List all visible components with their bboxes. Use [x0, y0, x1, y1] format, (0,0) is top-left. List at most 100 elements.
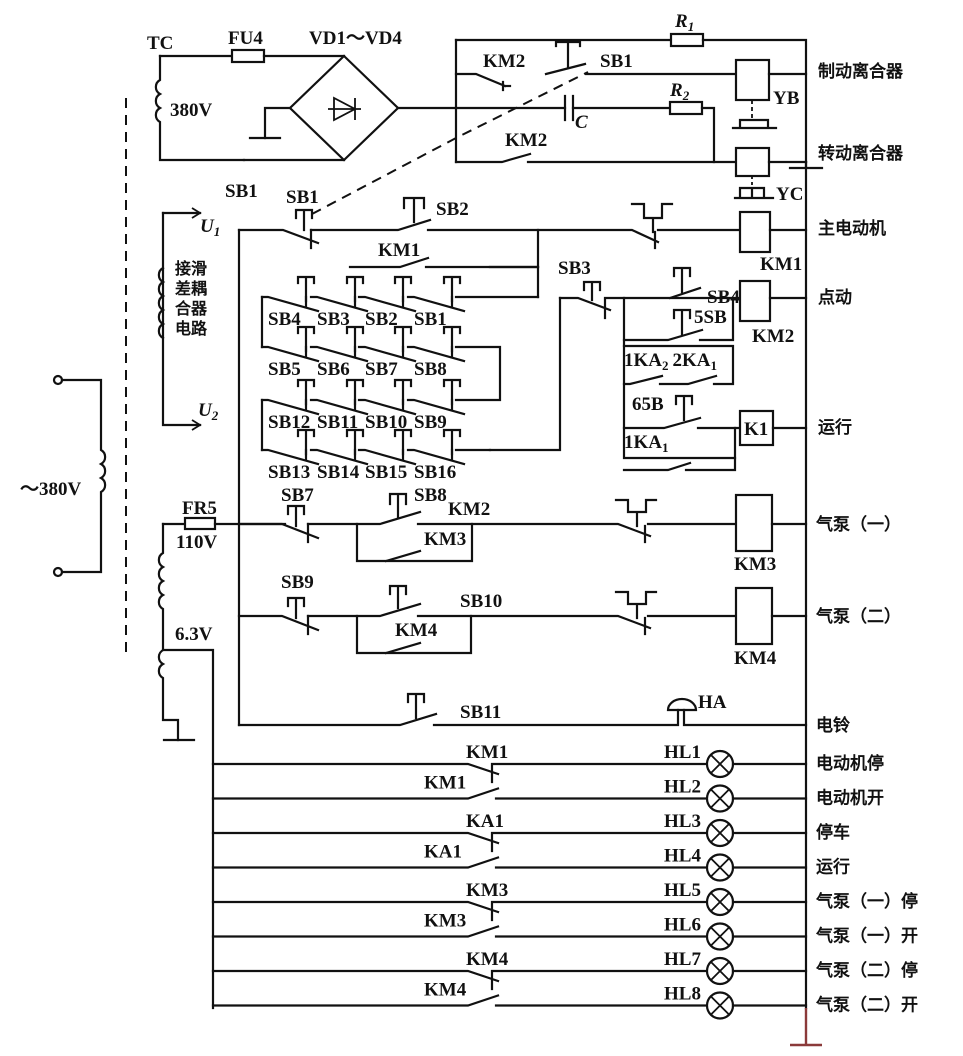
keypad-button-icon[interactable] [393, 428, 413, 456]
keypad-button-label: SB16 [414, 462, 456, 483]
fr5-label: FR5 [182, 498, 217, 519]
km3-coil-icon [734, 493, 774, 553]
65b-label: 65B [632, 394, 664, 415]
yb-brake-icon [731, 118, 778, 130]
lamp-function-label: 运行 [816, 857, 850, 878]
keypad-button-icon[interactable] [393, 325, 413, 353]
nc-contact [211, 969, 708, 991]
tc-label: TC [147, 33, 173, 54]
keypad-button-icon[interactable] [442, 428, 462, 456]
km1-coil-label: KM1 [760, 254, 802, 275]
k1-coil-icon [738, 409, 775, 447]
km3-hold-label: KM3 [424, 529, 466, 550]
sb1-button-icon [294, 208, 314, 232]
lamp-function-label: 气泵（一）停 [815, 891, 918, 912]
keypad-button-label: SB13 [268, 462, 310, 483]
supply-voltage-label: ～380V [20, 479, 82, 500]
lamp-function-label: 气泵（二）停 [815, 960, 918, 981]
lamp-cross [710, 995, 730, 1016]
keypad-button-icon[interactable] [345, 428, 365, 456]
keypad-button-label: SB15 [365, 462, 407, 483]
keypad-contact [357, 398, 417, 416]
sb1-top-label: SB1 [600, 51, 633, 72]
label-run: 运行 [818, 417, 852, 438]
km3-coil-label: KM3 [734, 554, 776, 575]
lamp-label: HL7 [664, 949, 701, 970]
lamp-function-label: 停车 [816, 822, 850, 843]
u1-label: U1 [200, 216, 220, 239]
keypad-button-label: SB6 [317, 359, 350, 380]
limit-switch-icon-1 [630, 202, 674, 234]
keypad-button-icon[interactable] [345, 275, 365, 303]
keypad-button-icon[interactable] [393, 378, 413, 406]
keypad-button-icon[interactable] [442, 275, 462, 303]
label-drive-clutch: 转动离合器 [818, 143, 904, 164]
k1-coil-label: K1 [744, 419, 768, 440]
no-contact [211, 856, 708, 869]
sb11-label: SB11 [460, 702, 501, 723]
keypad-button-label: SB5 [268, 359, 301, 380]
yb-coil-icon [734, 58, 771, 102]
nc-contact [211, 831, 708, 853]
bridge-label: VD1～VD4 [309, 28, 402, 49]
lamp-cross [710, 892, 730, 912]
sb10-button-icon [388, 584, 408, 610]
keypad-button-icon[interactable] [345, 378, 365, 406]
keypad-button-label: SB14 [317, 462, 360, 483]
keypad-button-label: SB9 [414, 412, 447, 433]
keypad-button-icon[interactable] [442, 325, 462, 353]
keypad-contact [406, 295, 466, 313]
v110-label: 110V [176, 532, 217, 553]
keypad-button-icon[interactable] [296, 325, 316, 353]
label-pump2: 气泵（二） [815, 606, 901, 627]
bell-icon [666, 697, 698, 712]
lamp-cross [710, 754, 730, 774]
coupler-text-3: 合器 [175, 299, 208, 318]
lamp-cross [710, 788, 730, 809]
keypad-button-icon[interactable] [393, 275, 413, 303]
sb2-button-icon [402, 196, 426, 224]
sb10-label: SB10 [460, 591, 502, 612]
km4-coil-label: KM4 [734, 648, 777, 669]
v63-label: 6.3V [175, 624, 213, 645]
keypad-button-icon[interactable] [296, 378, 316, 406]
keypad-contact [309, 295, 369, 313]
contact-label: KM4 [424, 980, 467, 1001]
label-pump1: 气泵（一） [815, 514, 901, 535]
label-bell: 电铃 [816, 715, 850, 736]
km2-interlock-label: KM2 [448, 499, 490, 520]
clutch-circuit: R1 KM2 SB1 YB C R2 KM2 YC 制动离合器 转动离合器 [311, 11, 904, 215]
keypad-contact [406, 448, 466, 466]
keypad-button-label: SB7 [365, 359, 398, 380]
sb9-label: SB9 [281, 572, 314, 593]
no-contact [211, 925, 708, 938]
keypad-contact [357, 345, 417, 363]
keypad-button-icon[interactable] [442, 378, 462, 406]
km4-hold-label: KM4 [395, 620, 438, 641]
tc-coil-icon [154, 54, 246, 162]
keypad-button-label: SB12 [268, 412, 310, 433]
tc-voltage-label: 380V [170, 100, 213, 121]
coupler-text-4: 电路 [175, 319, 208, 338]
lamp-label: HL4 [664, 846, 701, 867]
contact-label: KM4 [466, 949, 509, 970]
lamp-row: KM4 HL7 气泵（二）停 [211, 949, 918, 991]
sb1-label: SB1 [286, 187, 319, 208]
keypad-button-icon[interactable] [296, 275, 316, 303]
sb65-button-icon [674, 394, 694, 422]
yb-label: YB [773, 88, 800, 109]
keypad-button-icon[interactable] [296, 428, 316, 456]
keypad-button-icon[interactable] [345, 325, 365, 353]
sb4-button-icon [672, 266, 692, 294]
no-contact [211, 994, 708, 1007]
